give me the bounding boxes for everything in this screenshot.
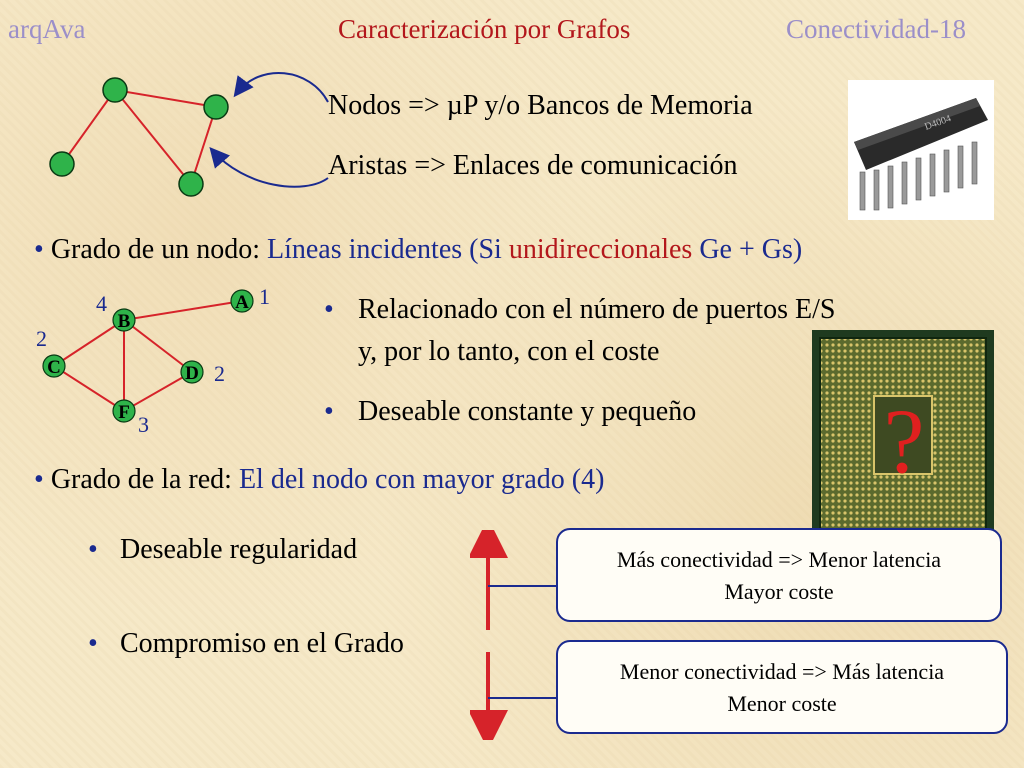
nodes-definition: Nodos => µP y/o Bancos de Memoria — [328, 90, 753, 121]
bullet-constant: • — [324, 396, 334, 427]
graph-node — [203, 94, 229, 120]
slide-title: Caracterización por Grafos — [338, 14, 631, 44]
slide-number: Conectividad-18 — [786, 14, 966, 44]
degree-b: 4 — [96, 291, 107, 316]
regularity-text: Deseable regularidad — [120, 534, 358, 565]
bullet-degree-node: • Grado de un nodo: Líneas incidentes (S… — [34, 234, 803, 265]
node-label-d: D — [185, 363, 199, 384]
node-b — [112, 308, 136, 332]
graph-node — [178, 171, 204, 197]
constant-text: Deseable constante y pequeño — [358, 396, 697, 427]
graph-node — [102, 77, 128, 103]
node-c — [42, 354, 66, 378]
node-label-a: A — [235, 292, 249, 313]
arrow-to-edge — [209, 146, 329, 188]
callout-less-line-1: Menor conectividad => Más latencia — [619, 659, 945, 684]
arrow-to-node — [233, 72, 329, 103]
degree-d: 2 — [214, 361, 225, 386]
ports-line-2: y, por lo tanto, con el coste — [358, 336, 660, 367]
bullet-degree-net: • Grado de la red: El del nodo con mayor… — [34, 464, 605, 495]
node-d — [180, 360, 204, 384]
callout-less-connectivity: Menor conectividad => Más latencia Menor… — [556, 640, 1008, 734]
callout-more-line-1: Más conectividad => Menor latencia — [616, 547, 942, 572]
node-label-f: F — [118, 402, 130, 423]
header-course: arqAva — [8, 14, 86, 44]
callout-more-connectivity: Más conectividad => Menor latencia Mayor… — [556, 528, 1002, 622]
graph-node — [49, 151, 75, 177]
ports-line-1: Relacionado con el número de puertos E/S — [358, 294, 836, 325]
bullet-regularity: • — [88, 534, 98, 565]
degree-f: 3 — [138, 412, 149, 437]
chip-dip-image: D4004 — [848, 80, 994, 220]
question-mark: ? — [884, 390, 925, 492]
node-label-b: B — [118, 311, 131, 332]
bullet-compromise: • — [88, 628, 98, 659]
cpu-chip-image: ? — [812, 330, 994, 542]
trade-off-arrows — [470, 530, 558, 740]
callout-more-line-2: Mayor coste — [724, 579, 834, 604]
example-graph: A B C D F 1 4 2 2 3 — [36, 284, 270, 437]
edges-definition: Aristas => Enlaces de comunicación — [328, 150, 738, 181]
node-a — [230, 289, 254, 313]
callout-less-line-2: Menor coste — [727, 691, 837, 716]
node-label-c: C — [47, 357, 61, 378]
degree-a: 1 — [259, 284, 270, 309]
intro-graph — [49, 72, 329, 197]
compromise-text: Compromiso en el Grado — [120, 628, 404, 659]
degree-c: 2 — [36, 326, 47, 351]
bullet-ports: • — [324, 294, 334, 325]
node-f — [112, 399, 136, 423]
